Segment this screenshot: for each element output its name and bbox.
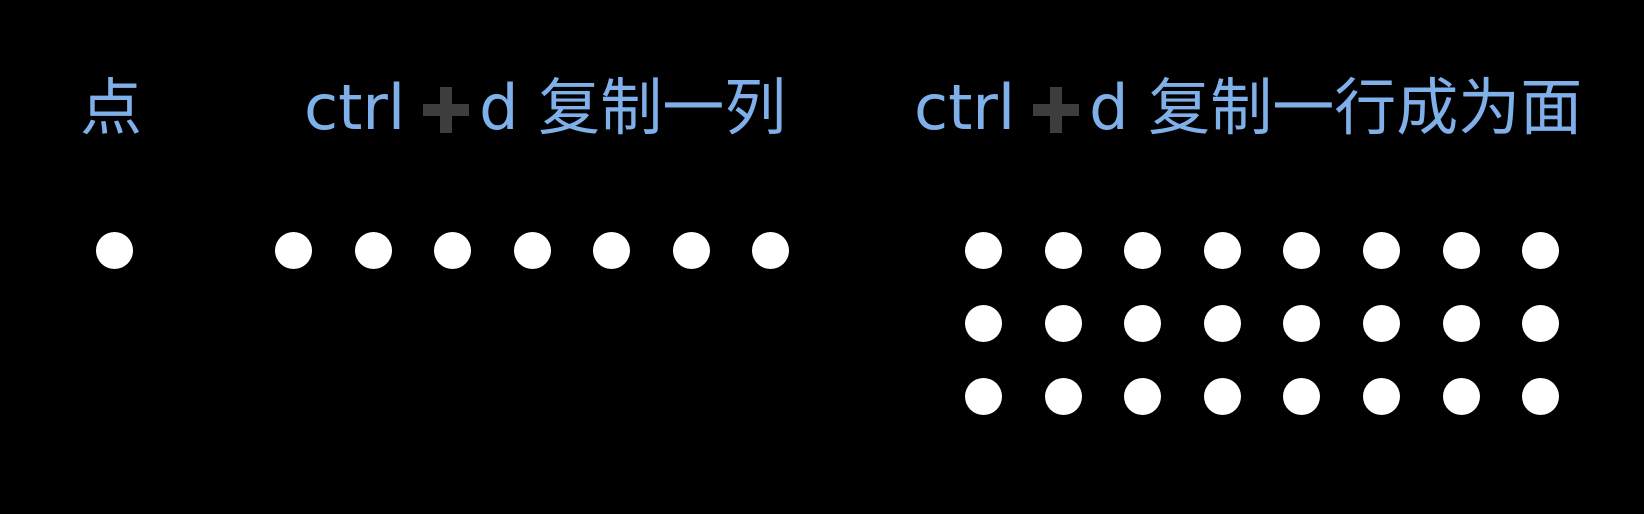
dot [434,232,471,269]
dot [1363,378,1400,415]
dot [275,232,312,269]
dot [1522,305,1560,342]
dot [1044,378,1082,415]
label-column-text: d 复制一列 [479,71,787,144]
dot [593,232,630,269]
label-plane-text: d 复制一行成为面 [1089,71,1583,144]
dot [1124,378,1162,415]
dot [96,232,133,269]
label-plane-key: ctrl [914,71,1016,144]
dot [1363,305,1400,342]
dot [1522,378,1560,415]
label-point: 点 [80,72,142,144]
label-point-text: 点 [80,71,143,144]
dot [1283,378,1321,415]
dot [1283,232,1321,269]
plus-icon [1033,87,1080,133]
dot [965,232,1002,269]
dot [1044,305,1082,342]
dot [752,232,789,269]
label-column-key: ctrl [304,71,406,144]
dot [513,232,551,269]
label-copy-plane: ctrl d 复制一行成为面 [914,72,1582,144]
dot [965,378,1002,415]
dot [1522,232,1560,269]
dot [1283,305,1321,342]
dot [965,305,1002,342]
dot [672,232,710,269]
dot [354,232,392,269]
dot [1044,232,1082,269]
dot [1124,305,1162,342]
dot [1203,232,1241,269]
plus-icon [423,87,470,133]
dot [1203,378,1241,415]
dot [1442,305,1480,342]
dot [1203,305,1241,342]
dot [1363,232,1400,269]
label-copy-column: ctrl d 复制一列 [304,72,786,144]
dot [1124,232,1162,269]
dot [1442,378,1480,415]
dot [1442,232,1480,269]
